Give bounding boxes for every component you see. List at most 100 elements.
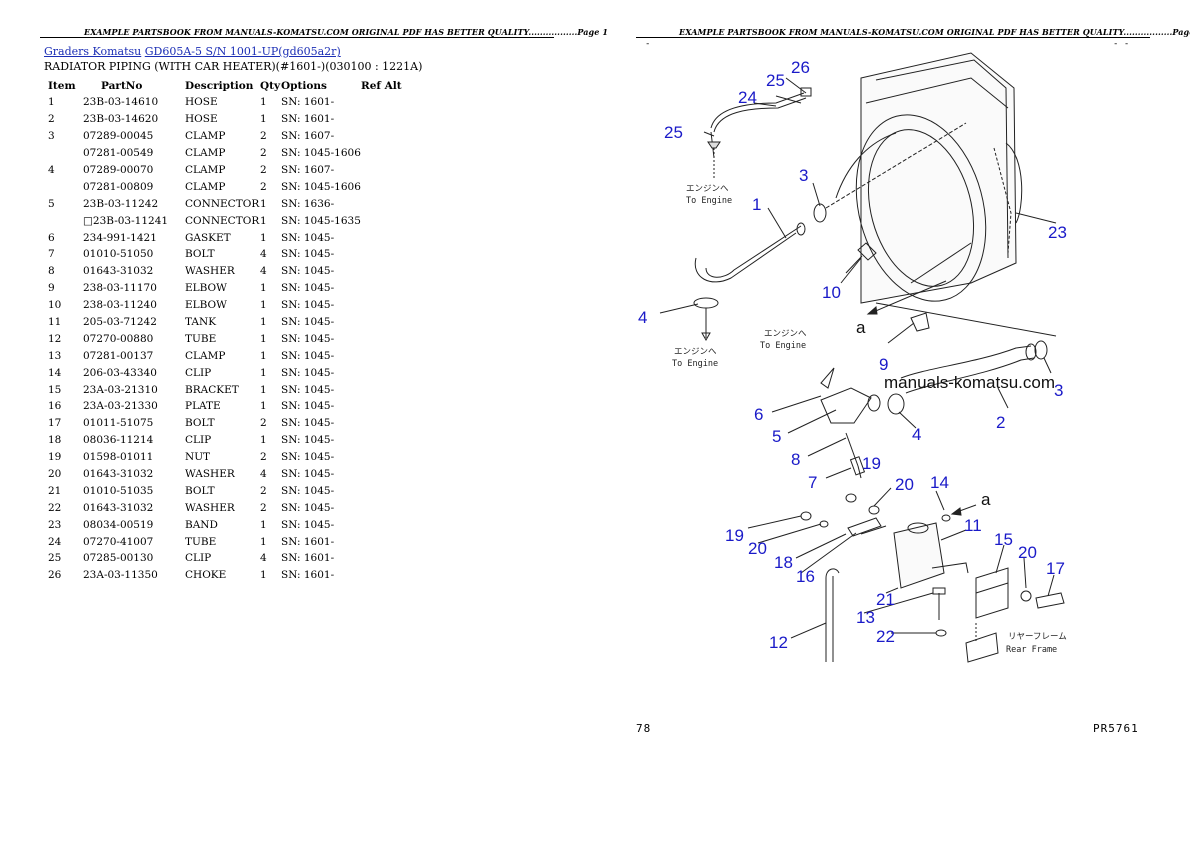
cell-description: WASHER xyxy=(185,265,235,278)
cell-ref-alt xyxy=(361,381,411,398)
cell-options: SN: 1045-1606 xyxy=(281,180,361,193)
callout-22: 22 xyxy=(876,627,895,646)
cell-qty: 2 xyxy=(260,164,267,176)
callout-11: 11 xyxy=(964,516,982,535)
cell-description: CLAMP xyxy=(185,180,226,193)
callout-15: 15 xyxy=(994,530,1013,549)
cell-qty: 1 xyxy=(260,400,267,413)
cell-item xyxy=(44,178,83,195)
cell-item: 9 xyxy=(48,282,55,295)
cell-ref-alt xyxy=(361,263,411,280)
callout-24: 24 xyxy=(738,88,757,107)
cell-options: SN: 1045- xyxy=(281,501,335,514)
cell-ref-alt xyxy=(361,398,411,415)
cell-description: CLAMP xyxy=(185,349,226,362)
cell-item: 8 xyxy=(48,265,55,278)
cell-item xyxy=(44,145,83,162)
cell-description: BOLT xyxy=(185,484,215,497)
page-2-banner: EXAMPLE PARTSBOOK FROM MANUALS-KOMATSU.C… xyxy=(679,27,1190,37)
cell-ref-alt xyxy=(361,330,411,347)
cell-qty: 1 xyxy=(260,231,267,244)
cell-item: 1 xyxy=(48,96,55,109)
to-engine-en-mid: To Engine xyxy=(760,341,806,351)
cell-ref-alt xyxy=(361,466,411,483)
cell-item: 17 xyxy=(48,417,62,430)
cell-qty: 1 xyxy=(260,366,267,379)
cell-partno: 01643-31032 xyxy=(83,501,154,514)
cell-options: SN: 1045- xyxy=(281,299,335,312)
callout-20-right: 20 xyxy=(1018,543,1037,562)
cell-qty: 1 xyxy=(260,569,267,582)
cell-description: BRACKET xyxy=(185,383,239,396)
reference-letter-a-lower: a xyxy=(981,490,991,509)
cell-partno: 23A-03-21330 xyxy=(83,400,158,413)
rear-frame-jp: リヤーフレーム xyxy=(1008,632,1067,642)
cell-description: HOSE xyxy=(185,113,218,126)
cell-qty: 2 xyxy=(260,501,267,514)
callout-4-mid: 4 xyxy=(912,425,921,444)
to-engine-jp-mid: エンジンへ xyxy=(764,329,807,339)
cell-description: BOLT xyxy=(185,248,215,261)
breadcrumb-link-graders[interactable]: Graders Komatsu xyxy=(44,45,142,58)
cell-description: CONNECTOR xyxy=(185,214,260,227)
cell-options: SN: 1045- xyxy=(281,248,335,261)
cell-qty: 2 xyxy=(260,180,267,193)
to-engine-en-top: To Engine xyxy=(686,196,732,206)
cell-options: SN: 1045- xyxy=(281,400,335,413)
cell-partno: 01643-31032 xyxy=(83,468,154,481)
cell-options: SN: 1045- xyxy=(281,231,335,244)
callout-3-right: 3 xyxy=(1054,381,1063,400)
breadcrumb-link-model[interactable]: GD605A-5 S/N 1001-UP(gd605a2r) xyxy=(144,45,341,58)
cell-item: 3 xyxy=(48,130,55,143)
rear-frame-en: Rear Frame xyxy=(1006,645,1057,655)
cell-item: 14 xyxy=(48,366,62,379)
cell-description: HOSE xyxy=(185,96,218,109)
cell-partno: 234-991-1421 xyxy=(83,231,157,244)
cell-ref-alt xyxy=(361,449,411,466)
cell-item: 22 xyxy=(48,501,62,514)
cell-item: 23 xyxy=(48,518,62,531)
cell-ref-alt xyxy=(361,482,411,499)
cell-ref-alt xyxy=(361,567,411,584)
cell-ref-alt xyxy=(361,246,411,263)
callout-8: 8 xyxy=(791,450,800,469)
reference-letter-a-upper: a xyxy=(856,318,866,337)
cell-options: SN: 1045- xyxy=(281,518,335,531)
cell-item: 25 xyxy=(48,552,62,565)
cell-partno: □23B-03-11241 xyxy=(83,214,169,227)
cell-partno: 238-03-11170 xyxy=(83,282,157,295)
column-header-item: Item xyxy=(48,79,76,92)
cell-qty: 1 xyxy=(260,214,267,227)
column-header-partno: PartNo xyxy=(101,79,143,92)
cell-item: 7 xyxy=(48,248,55,261)
cell-qty: 2 xyxy=(260,147,267,160)
callout-6: 6 xyxy=(754,405,763,424)
cell-ref-alt xyxy=(361,128,411,145)
cell-qty: 2 xyxy=(260,451,267,464)
callout-25-left: 25 xyxy=(664,123,683,142)
cell-options: SN: 1045- xyxy=(281,484,335,497)
cell-description: CLIP xyxy=(185,552,212,565)
cell-partno: 23A-03-11350 xyxy=(83,569,158,582)
callout-18: 18 xyxy=(774,553,793,572)
to-engine-jp-left: エンジンへ xyxy=(674,347,717,357)
cell-description: PLATE xyxy=(185,400,221,413)
cell-options: SN: 1045- xyxy=(281,265,335,278)
cell-description: CONNECTOR xyxy=(185,197,260,210)
cell-qty: 1 xyxy=(260,197,267,210)
cell-qty: 2 xyxy=(260,130,267,143)
cell-ref-alt xyxy=(361,94,411,111)
cell-qty: 1 xyxy=(260,299,267,312)
corner-mark-left: - xyxy=(645,39,651,49)
